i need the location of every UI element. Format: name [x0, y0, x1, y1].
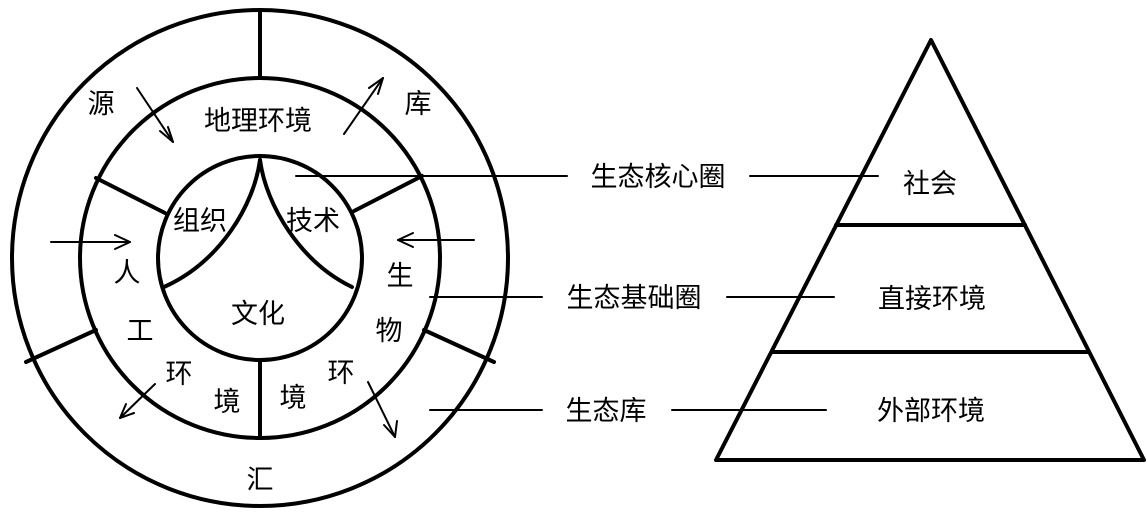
arrow-store-out	[343, 77, 384, 135]
label-artificial-4: 境	[214, 387, 241, 418]
label-artificial-1: 人	[114, 258, 141, 289]
label-geo-env: 地理环境	[204, 106, 312, 137]
label-bio-4: 境	[280, 383, 307, 414]
arrow-left-in	[50, 234, 131, 250]
inner-arc-left	[162, 158, 262, 289]
pyramid-label-external-env: 外部环境	[877, 396, 985, 427]
label-culture: 文化	[231, 299, 285, 330]
pyramid-outline	[714, 38, 1146, 462]
label-bio-1: 生	[387, 261, 414, 292]
arrow-sink-left-out	[119, 383, 156, 419]
pyramid: 社会 直接环境 外部环境	[714, 38, 1146, 462]
label-org: 组织	[173, 206, 227, 237]
callouts: 生态核心圈 生态基础圈 生态库	[295, 162, 879, 427]
label-tech: 技术	[286, 206, 340, 237]
inner-arc-right	[258, 158, 354, 289]
arrow-sink-right-out	[367, 381, 398, 438]
label-bio-2: 物	[376, 316, 403, 347]
circle-model: 地理环境 组织 技术 文化 源 库 汇 人 工 环 境 生 物 环 境	[10, 8, 510, 508]
divider-outer-left	[24, 328, 98, 364]
label-artificial-2: 工	[127, 316, 154, 347]
label-store: 库	[405, 89, 432, 120]
callout-base: 生态基础圈	[567, 283, 702, 314]
label-artificial-3: 环	[166, 359, 193, 390]
arrow-right-in	[397, 232, 475, 248]
pyramid-label-society: 社会	[903, 169, 957, 200]
divider-middle-right	[352, 174, 424, 213]
label-source: 源	[88, 89, 115, 120]
pyramid-label-direct-env: 直接环境	[878, 284, 986, 315]
label-bio-3: 环	[328, 358, 355, 389]
divider-outer-right	[422, 328, 496, 364]
divider-middle-left	[94, 176, 167, 215]
callout-store: 生态库	[566, 396, 647, 427]
label-sink: 汇	[247, 465, 274, 496]
callout-core: 生态核心圈	[591, 162, 726, 193]
arrow-source-in	[136, 87, 174, 143]
